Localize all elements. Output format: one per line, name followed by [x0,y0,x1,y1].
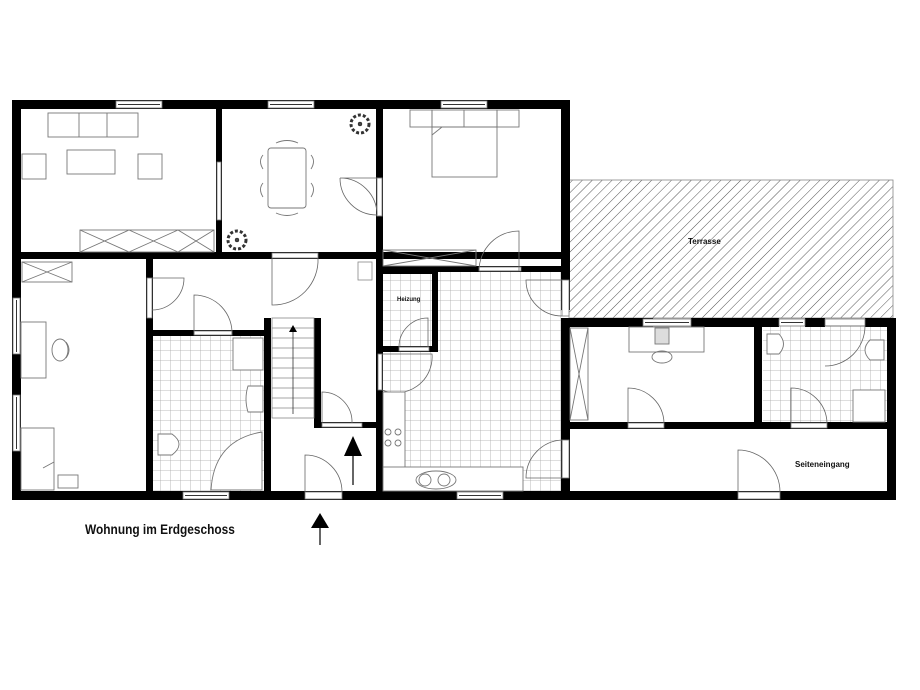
nightstand [409,109,433,128]
bed [20,427,55,491]
hall-sink [357,261,373,281]
desk [20,321,47,379]
armchair [137,153,163,180]
entrance-arrows [311,436,362,545]
sink [766,333,784,355]
toilet [157,433,180,456]
study-furniture [20,261,79,491]
terrace-label: Terrasse [688,237,721,246]
dining-table [267,147,307,209]
armchair [21,153,47,180]
plan-title: Wohnung im Erdgeschoss [85,521,235,537]
sofa [47,112,139,138]
kitchen-sink-icon [415,470,457,490]
toilet [864,339,885,361]
main-entrance-arrow-icon [311,513,329,528]
corner-bathtub [210,431,263,491]
shower [852,389,886,423]
bedroom-furniture [382,109,520,267]
guest-wc-furniture [766,333,886,423]
up-arrow-icon [344,436,362,456]
heating-room-label: Heizung [397,297,421,303]
office-furniture [569,326,705,421]
wardrobe [21,261,73,283]
living-room-furniture [21,112,215,253]
sink [245,385,264,413]
stair-arrow-icon [289,325,297,332]
plant-icon [226,229,248,251]
coffee-table [66,149,116,175]
nightstand [496,109,520,128]
dining-room-furniture [226,113,371,251]
wardrobe [382,249,477,267]
office-chair [51,338,69,362]
wardrobe [569,327,589,421]
stairs [271,261,373,419]
kitchen-furniture [382,391,524,492]
plant-icon [349,113,371,135]
double-bed [431,109,498,178]
office-chair [651,350,673,364]
side-entrance-label: Seiteneingang [795,460,850,469]
stove-icon [384,428,402,447]
window-sills [16,104,803,496]
nightstand [57,474,79,489]
terrace [568,179,894,319]
counter [382,466,524,492]
door-swings [151,177,866,493]
computer-icon [654,327,670,345]
shower [232,337,264,371]
sideboard [79,229,215,253]
bathroom-furniture [157,337,264,491]
